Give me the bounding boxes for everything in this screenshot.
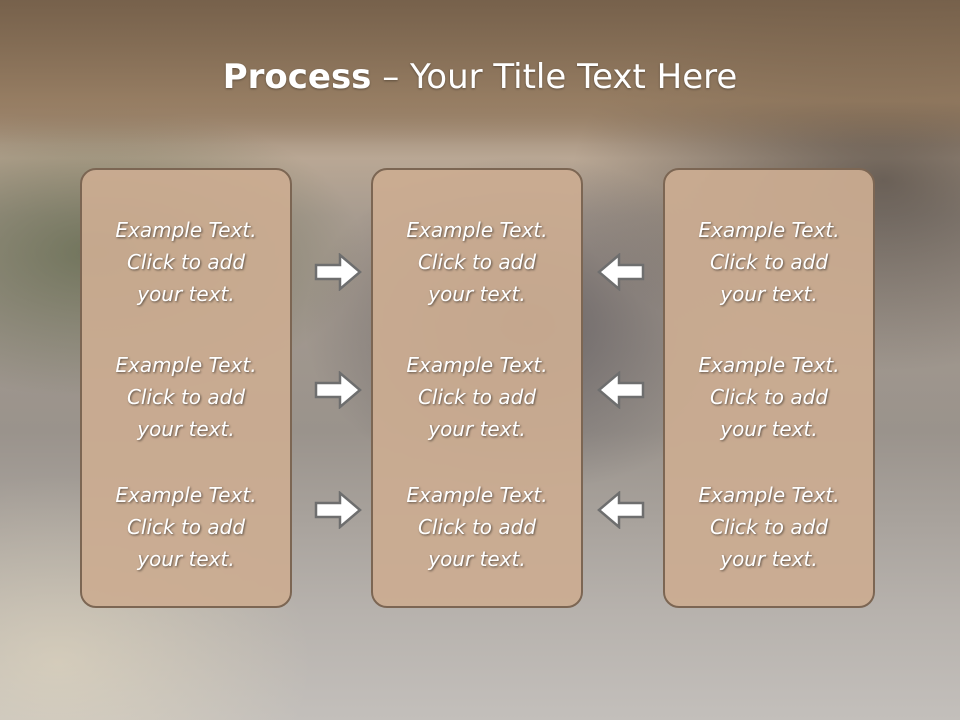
text-line: Example Text. [406, 353, 548, 377]
arrow-right-icon[interactable] [314, 371, 362, 409]
text-line: Click to add [126, 515, 246, 539]
text-line: your text. [137, 282, 235, 306]
text-line: Click to add [709, 250, 829, 274]
text-placeholder[interactable]: Example Text. Click to add your text. [373, 349, 581, 445]
process-panel-center[interactable]: Example Text. Click to add your text. Ex… [371, 168, 583, 608]
arrow-left-icon[interactable] [597, 371, 645, 409]
text-line: Click to add [709, 515, 829, 539]
text-line: your text. [428, 547, 526, 571]
text-placeholder[interactable]: Example Text. Click to add your text. [373, 214, 581, 310]
title-rest-part: – Your Title Text Here [371, 57, 738, 97]
text-placeholder[interactable]: Example Text. Click to add your text. [665, 214, 873, 310]
text-line: Click to add [417, 250, 537, 274]
arrow-left-icon[interactable] [597, 491, 645, 529]
text-line: Example Text. [406, 218, 548, 242]
text-line: your text. [428, 282, 526, 306]
text-line: Example Text. [698, 483, 840, 507]
text-line: Click to add [709, 385, 829, 409]
text-line: Example Text. [698, 353, 840, 377]
text-line: Click to add [126, 250, 246, 274]
arrow-left-icon[interactable] [597, 253, 645, 291]
text-line: your text. [720, 547, 818, 571]
text-placeholder[interactable]: Example Text. Click to add your text. [82, 349, 290, 445]
text-line: Example Text. [406, 483, 548, 507]
text-placeholder[interactable]: Example Text. Click to add your text. [373, 479, 581, 575]
text-line: your text. [428, 417, 526, 441]
text-line: your text. [720, 417, 818, 441]
text-line: Example Text. [698, 218, 840, 242]
arrow-right-icon[interactable] [314, 491, 362, 529]
text-placeholder[interactable]: Example Text. Click to add your text. [82, 479, 290, 575]
process-panel-left[interactable]: Example Text. Click to add your text. Ex… [80, 168, 292, 608]
title-bold-part: Process [222, 57, 372, 97]
text-line: Example Text. [115, 218, 257, 242]
text-line: Click to add [417, 385, 537, 409]
arrow-right-icon[interactable] [314, 253, 362, 291]
text-line: your text. [720, 282, 818, 306]
text-line: Example Text. [115, 483, 257, 507]
text-line: Click to add [417, 515, 537, 539]
slide-title[interactable]: Process – Your Title Text Here [0, 52, 960, 102]
text-line: Example Text. [115, 353, 257, 377]
text-placeholder[interactable]: Example Text. Click to add your text. [665, 479, 873, 575]
text-line: your text. [137, 547, 235, 571]
text-line: your text. [137, 417, 235, 441]
text-placeholder[interactable]: Example Text. Click to add your text. [665, 349, 873, 445]
text-line: Click to add [126, 385, 246, 409]
process-panel-right[interactable]: Example Text. Click to add your text. Ex… [663, 168, 875, 608]
text-placeholder[interactable]: Example Text. Click to add your text. [82, 214, 290, 310]
